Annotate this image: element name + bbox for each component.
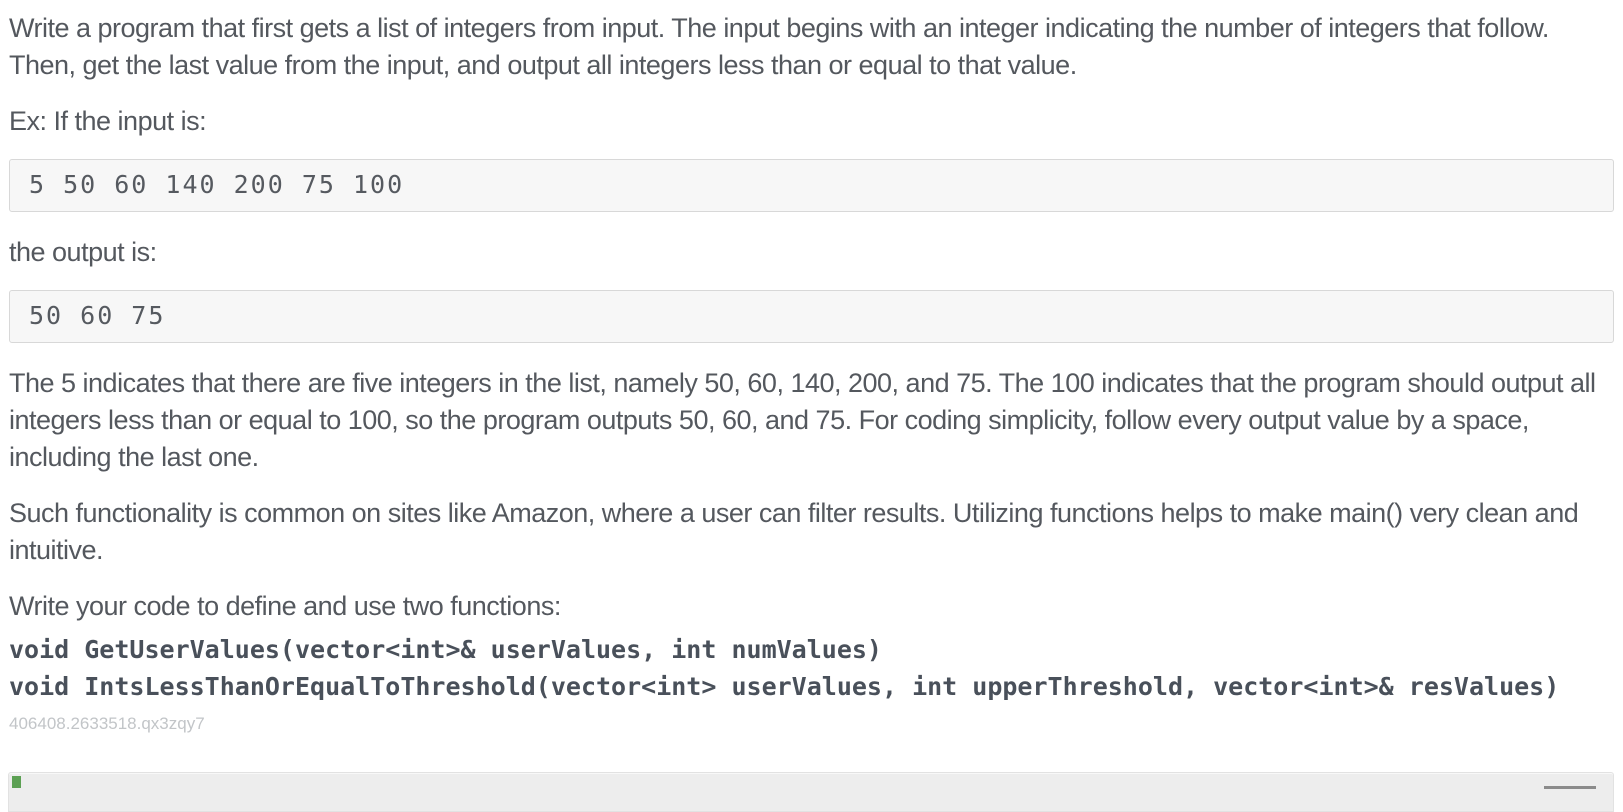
example-input-label: Ex: If the input is: (9, 106, 207, 136)
problem-statement: Write a program that first gets a list o… (9, 13, 1614, 733)
explanation-paragraph: The 5 indicates that there are five inte… (9, 368, 1596, 472)
editor-activity-marker-icon (12, 776, 21, 788)
zybooks-resource-id: 406408.2633518.qx3zqy7 (9, 714, 205, 733)
editor-scrollbar-thumb[interactable] (1544, 786, 1596, 789)
function-signature-intslessthanorequaltothreshold: void IntsLessThanOrEqualToThreshold(vect… (9, 672, 1560, 701)
code-editor-top-bar[interactable] (8, 772, 1614, 812)
example-input-block: 5 50 60 140 200 75 100 (9, 159, 1614, 212)
problem-intro-paragraph: Write a program that first gets a list o… (9, 13, 1549, 80)
example-output-block: 50 60 75 (9, 290, 1614, 343)
function-signature-getuservalues: void GetUserValues(vector<int>& userValu… (9, 635, 882, 664)
context-paragraph: Such functionality is common on sites li… (9, 498, 1579, 565)
instructions-label: Write your code to define and use two fu… (9, 591, 561, 621)
example-output-label: the output is: (9, 237, 157, 267)
